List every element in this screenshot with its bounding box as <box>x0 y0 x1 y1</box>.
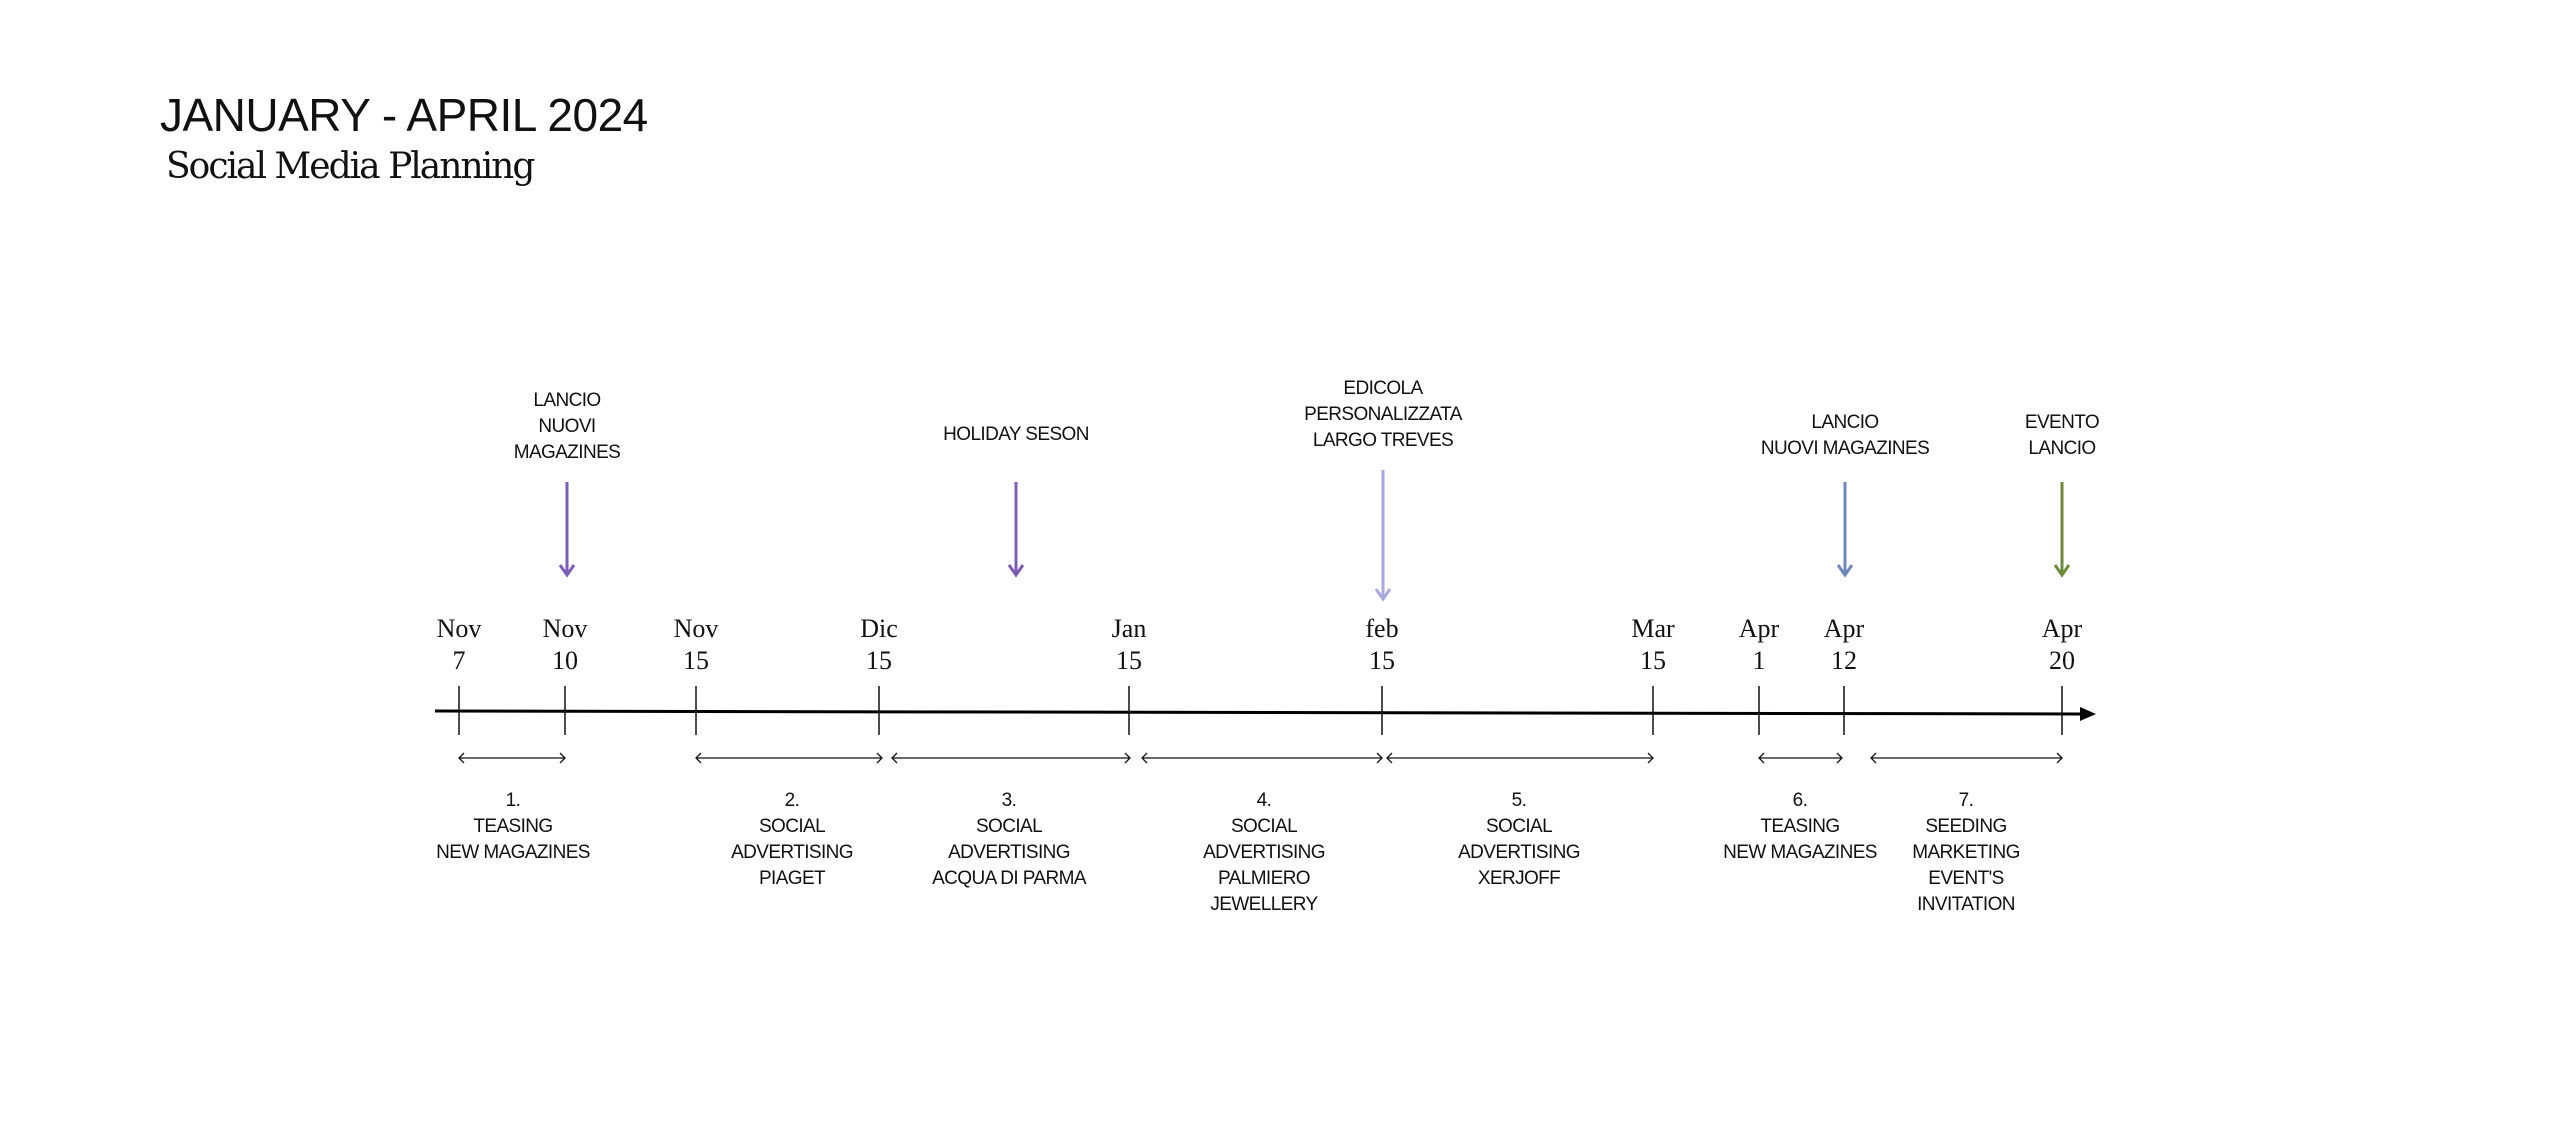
date-label: Dic 15 <box>860 613 898 677</box>
event-label-line: EVENTO <box>2024 412 2100 433</box>
phase-label: 7. SEEDING MARKETING EVENT'S INVITATION <box>1912 788 2020 918</box>
phase-range-arrow <box>1870 752 2063 764</box>
phase-label-line: XERJOFF <box>1477 868 1561 889</box>
phase-range-arrow <box>1758 752 1843 764</box>
date-day: 12 <box>1831 646 1857 675</box>
phase-label: 2. SOCIAL ADVERTISING PIAGET <box>731 788 853 892</box>
arrow-down-icon <box>1836 564 1854 578</box>
phase-label-line: SOCIAL <box>1230 816 1298 837</box>
date-day: 1 <box>1752 646 1766 675</box>
date-day: 15 <box>1639 646 1666 675</box>
date-month: Nov <box>542 614 588 643</box>
event-label-line: PERSONALIZZATA <box>1304 404 1462 425</box>
date-label: feb 15 <box>1365 613 1398 677</box>
phase-label-line: NEW MAGAZINES <box>1723 842 1877 863</box>
phase-label-line: MARKETING <box>1912 842 2020 863</box>
event-label: EDICOLA PERSONALIZZATA LARGO TREVES <box>1304 376 1462 454</box>
event-label: LANCIO NUOVI MAGAZINES <box>1760 410 1930 462</box>
date-day: 15 <box>683 646 709 675</box>
event-label-line: LANCIO <box>533 390 601 411</box>
date-month: Dic <box>860 614 898 643</box>
date-label: Apr 20 <box>2042 613 2082 677</box>
phase-number: 6. <box>1792 790 1808 811</box>
event-label-line: LANCIO <box>1811 412 1879 433</box>
phase-label-line: SOCIAL <box>1485 816 1553 837</box>
date-month: Jan <box>1111 614 1147 643</box>
page-title: JANUARY - APRIL 2024 <box>160 89 648 141</box>
event-label: HOLIDAY SESON <box>943 422 1089 448</box>
phase-label-line: ADVERTISING <box>948 842 1070 863</box>
phase-label: 6. TEASING NEW MAGAZINES <box>1723 788 1877 866</box>
phase-range-arrow <box>891 752 1131 764</box>
date-month: feb <box>1365 614 1399 643</box>
event-label-line: HOLIDAY SESON <box>943 424 1089 445</box>
phase-number: 5. <box>1511 790 1527 811</box>
phase-label-line: NEW MAGAZINES <box>436 842 590 863</box>
phase-label-line: ADVERTISING <box>1458 842 1580 863</box>
phase-range-arrow <box>695 752 883 764</box>
date-day: 20 <box>2049 646 2075 675</box>
axis-arrowhead <box>2080 707 2096 721</box>
phase-label-line: SOCIAL <box>975 816 1043 837</box>
date-month: Apr <box>1738 614 1780 643</box>
phase-number: 4. <box>1256 790 1272 811</box>
date-label: Nov 10 <box>543 613 588 677</box>
event-label-line: LANCIO <box>2028 438 2096 459</box>
event-label-line: NUOVI <box>538 416 596 437</box>
date-day: 7 <box>452 646 466 675</box>
event-label-line: LARGO TREVES <box>1312 430 1454 451</box>
phase-number: 2. <box>784 790 800 811</box>
arrow-down-icon <box>2053 564 2071 578</box>
event-label-line: NUOVI MAGAZINES <box>1760 438 1930 459</box>
phase-number: 3. <box>1001 790 1017 811</box>
phase-range-arrow <box>458 752 566 764</box>
date-month: Nov <box>436 614 482 643</box>
date-day: 15 <box>1368 646 1395 675</box>
date-day: 10 <box>552 646 578 675</box>
phase-label: 3. SOCIAL ADVERTISING ACQUA DI PARMA <box>932 788 1086 892</box>
date-day: 15 <box>865 646 892 675</box>
phase-label: 4. SOCIAL ADVERTISING PALMIERO JEWELLERY <box>1203 788 1325 918</box>
phase-label-line: JEWELLERY <box>1210 894 1318 915</box>
phase-label-line: TEASING <box>1760 816 1840 837</box>
date-day: 15 <box>1115 646 1142 675</box>
phase-range-arrow <box>1141 752 1383 764</box>
phase-label-line: TEASING <box>473 816 553 837</box>
phase-label-line: SOCIAL <box>758 816 826 837</box>
timeline-axis <box>434 709 2081 716</box>
phase-number: 1. <box>505 790 521 811</box>
arrow-down-icon <box>1007 564 1025 578</box>
phase-number: 7. <box>1958 790 1974 811</box>
date-label: Apr 12 <box>1824 613 1864 677</box>
date-month: Nov <box>673 614 719 643</box>
phase-label-line: EVENT'S <box>1928 868 2004 889</box>
event-label-line: MAGAZINES <box>513 442 621 463</box>
phase-label-line: PIAGET <box>758 868 826 889</box>
date-month: Apr <box>1823 614 1865 643</box>
phase-label-line: PALMIERO <box>1218 868 1311 889</box>
arrow-down-icon <box>558 564 576 578</box>
event-label: EVENTO LANCIO <box>2024 410 2100 462</box>
phase-label-line: INVITATION <box>1917 894 2015 915</box>
event-label: LANCIO NUOVI MAGAZINES <box>514 388 621 466</box>
date-label: Nov 15 <box>674 613 719 677</box>
phase-label-line: ACQUA DI PARMA <box>932 868 1086 889</box>
date-label: Apr 1 <box>1739 613 1779 677</box>
phase-label: 5. SOCIAL ADVERTISING XERJOFF <box>1458 788 1580 892</box>
page-subtitle: Social Media Planning <box>166 146 535 187</box>
date-month: Mar <box>1631 614 1675 643</box>
phase-label: 1. TEASING NEW MAGAZINES <box>436 788 590 866</box>
phase-range-arrow <box>1386 752 1654 764</box>
date-label: Jan 15 <box>1112 613 1147 677</box>
phase-label-line: ADVERTISING <box>1203 842 1325 863</box>
date-month: Apr <box>2041 614 2083 643</box>
event-label-line: EDICOLA <box>1343 378 1423 399</box>
date-label: Mar 15 <box>1631 613 1674 677</box>
phase-label-line: ADVERTISING <box>731 842 853 863</box>
date-label: Nov 7 <box>437 613 482 677</box>
phase-label-line: SEEDING <box>1925 816 2007 837</box>
arrow-down-icon <box>1374 588 1392 602</box>
